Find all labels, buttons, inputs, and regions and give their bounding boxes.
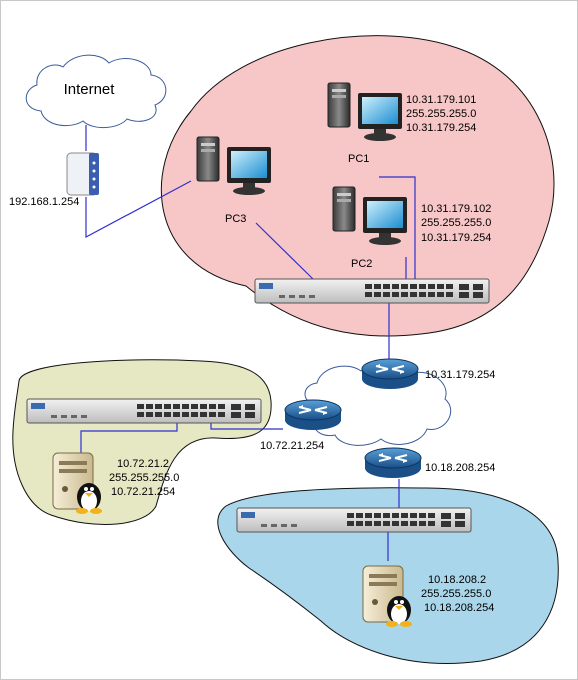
server-left-ip: 10.72.21.2: [117, 458, 169, 470]
pc1-name: PC1: [348, 153, 369, 165]
pc1-mask: 255.255.255.0: [406, 108, 476, 120]
pc2-gateway: 10.31.179.254: [421, 232, 491, 244]
router-top-icon[interactable]: [361, 358, 419, 390]
pc1-gateway: 10.31.179.254: [406, 122, 476, 134]
server-left-mask: 255.255.255.0: [109, 472, 179, 484]
modem-ip: 192.168.1.254: [9, 196, 79, 208]
server-bottom-gateway: 10.18.208.254: [424, 602, 494, 614]
zone-left-server-lan: [12, 359, 272, 525]
pc2-ip: 10.31.179.102: [421, 203, 491, 215]
router-left-icon[interactable]: [284, 399, 342, 431]
server-bottom-ip: 10.18.208.2: [428, 574, 486, 586]
server-bottom-mask: 255.255.255.0: [421, 588, 491, 600]
link-pc1-switch: [379, 176, 416, 279]
switch-bottom-lan[interactable]: [236, 507, 472, 533]
router-bottom-ip: 10.18.208.254: [425, 462, 495, 474]
router-left-ip: 10.72.21.254: [260, 440, 324, 452]
internet-cloud: [25, 54, 167, 128]
link-left-switch-router: [210, 422, 283, 430]
link-modem-pc3: [85, 180, 192, 238]
switch-pc-lan[interactable]: [254, 278, 490, 304]
zone-pc-lan: [160, 35, 555, 337]
server-left-gateway: 10.72.21.254: [111, 486, 175, 498]
router-top-ip: 10.31.179.254: [425, 369, 495, 381]
pc2-name: PC2: [351, 258, 372, 270]
router-bottom-icon[interactable]: [364, 447, 422, 479]
modem-icon[interactable]: [66, 152, 99, 196]
link-pc3-switch: [255, 222, 314, 280]
internet-label: Internet: [64, 81, 116, 98]
switch-left-lan[interactable]: [26, 398, 262, 424]
pc1-ip: 10.31.179.101: [406, 94, 476, 106]
pc2-mask: 255.255.255.0: [421, 217, 491, 229]
pc3-name: PC3: [225, 213, 246, 225]
link-left-switch-server: [80, 422, 178, 456]
